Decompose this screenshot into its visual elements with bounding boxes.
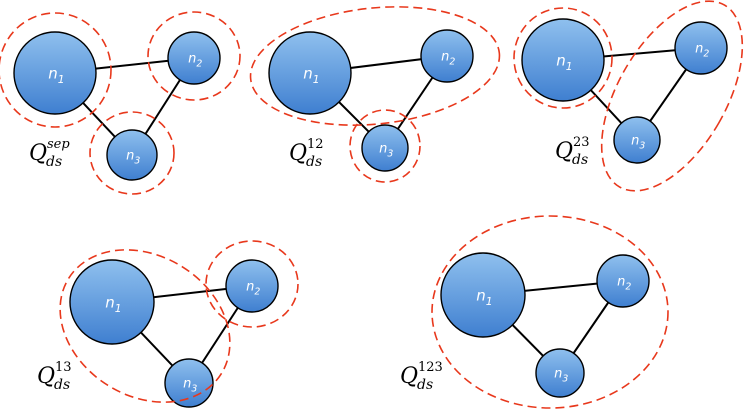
partition-group-2 bbox=[205, 240, 299, 328]
node-circle bbox=[440, 252, 526, 338]
q-superscript: 123 bbox=[418, 360, 443, 375]
q-superscript: 12 bbox=[307, 137, 324, 152]
q-subscript: ds bbox=[306, 154, 322, 170]
node-circle bbox=[613, 116, 661, 164]
node-circle bbox=[13, 31, 97, 115]
node-n1: n1 bbox=[521, 18, 605, 102]
node-label: n3 bbox=[631, 134, 645, 152]
q-label: Q bbox=[555, 139, 573, 164]
node-label: n2 bbox=[695, 42, 709, 60]
node-n3: n3 bbox=[164, 358, 214, 408]
q-label: Q bbox=[29, 141, 47, 166]
q-subscript: ds bbox=[572, 152, 588, 168]
node-label: n2 bbox=[246, 280, 260, 298]
node-label: n1 bbox=[303, 64, 319, 86]
partition-group-2 bbox=[147, 11, 241, 101]
node-circle bbox=[268, 31, 352, 115]
q-subscript: ds bbox=[417, 377, 433, 393]
partition-group-3 bbox=[349, 109, 421, 183]
node-circle bbox=[361, 124, 409, 172]
node-circle bbox=[420, 29, 474, 83]
node-n1: n1 bbox=[268, 31, 352, 115]
node-n3: n3 bbox=[535, 348, 585, 398]
node-label: n3 bbox=[554, 367, 568, 385]
node-label: n2 bbox=[188, 52, 202, 70]
node-n2: n2 bbox=[420, 29, 474, 83]
partition-group-13 bbox=[59, 249, 231, 403]
node-circle bbox=[521, 18, 605, 102]
node-circle bbox=[167, 31, 221, 85]
partition-group-1 bbox=[513, 7, 613, 109]
node-n2: n2 bbox=[596, 254, 650, 308]
q-superscript: 23 bbox=[573, 135, 590, 150]
q-superscript: sep bbox=[47, 137, 70, 152]
node-n3: n3 bbox=[361, 124, 409, 172]
q-label: Q bbox=[400, 364, 418, 389]
partition-group-123 bbox=[431, 215, 669, 409]
node-circle bbox=[164, 358, 214, 408]
node-circle bbox=[69, 259, 155, 345]
node-n3: n3 bbox=[106, 129, 158, 181]
partition-group-12 bbox=[249, 6, 501, 126]
node-circle bbox=[674, 21, 728, 75]
node-n2: n2 bbox=[225, 259, 279, 313]
node-n3: n3 bbox=[613, 116, 661, 164]
node-circle bbox=[596, 254, 650, 308]
partition-group-1 bbox=[0, 12, 112, 128]
q-superscript: 13 bbox=[55, 360, 72, 375]
node-label: n3 bbox=[183, 377, 197, 395]
node-n1: n1 bbox=[69, 259, 155, 345]
q-subscript: ds bbox=[46, 154, 62, 170]
node-label: n3 bbox=[126, 149, 140, 167]
node-label: n1 bbox=[48, 64, 64, 86]
partition-group-3 bbox=[89, 111, 175, 195]
node-n2: n2 bbox=[674, 21, 728, 75]
node-label: n1 bbox=[105, 293, 121, 315]
node-label: n1 bbox=[476, 286, 492, 308]
node-label: n2 bbox=[441, 50, 455, 68]
node-circle bbox=[106, 129, 158, 181]
q-label: Q bbox=[289, 141, 307, 166]
node-n1: n1 bbox=[440, 252, 526, 338]
node-label: n2 bbox=[617, 275, 631, 293]
node-n2: n2 bbox=[167, 31, 221, 85]
q-label: Q bbox=[37, 364, 55, 389]
node-label: n3 bbox=[379, 142, 393, 160]
q-subscript: ds bbox=[54, 377, 70, 393]
partition-group-23 bbox=[600, 0, 744, 192]
node-circle bbox=[535, 348, 585, 398]
node-n1: n1 bbox=[13, 31, 97, 115]
node-circle bbox=[225, 259, 279, 313]
node-label: n1 bbox=[556, 51, 572, 73]
